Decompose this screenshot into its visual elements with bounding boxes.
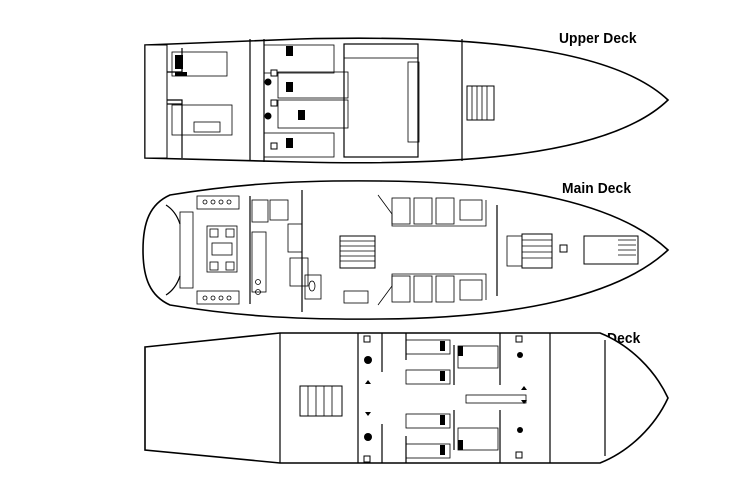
upper-deck-hull <box>144 37 670 164</box>
upper-bow-stairs <box>466 85 495 121</box>
main-deck-hull <box>142 180 670 320</box>
main-forward-stairs <box>521 233 553 269</box>
upper-deck-plan <box>144 37 670 164</box>
lower-stairs <box>299 385 343 417</box>
lower-deck-plan <box>144 332 669 464</box>
upper-deck-label: Upper Deck <box>559 30 637 47</box>
main-deck-plan <box>142 180 670 320</box>
main-dining-table <box>206 225 238 273</box>
main-deck-label: Main Deck <box>562 180 632 197</box>
lower-deck-hull <box>144 332 669 464</box>
upper-aft-housing <box>144 44 168 159</box>
